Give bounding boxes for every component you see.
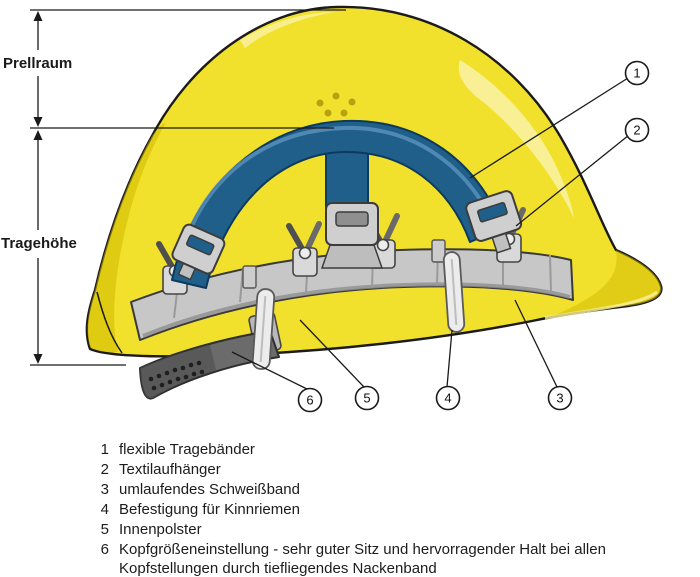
callout-5: 5: [299, 319, 380, 411]
callout-3: 3: [514, 299, 573, 411]
strap-arch-highlight: [184, 125, 494, 242]
callout-4: 4: [435, 329, 461, 411]
svg-text:2: 2: [633, 123, 640, 138]
buckles-group: [171, 190, 523, 281]
legend-item: 3 umlaufendes Schweißband: [97, 480, 635, 499]
helmet-left-shading: [87, 122, 166, 353]
legend-item-text: Kopfgrößeneinstellung - sehr guter Sitz …: [119, 541, 606, 577]
band-clip: [242, 265, 257, 289]
legend-item: 5 Innenpolster: [97, 520, 635, 539]
legend-item-number: 3: [100, 481, 109, 499]
headband-lower-shadow: [142, 282, 571, 338]
legend-item: 6 Kopfgrößeneinstellung - sehr guter Sit…: [97, 540, 635, 577]
center-buckle: [320, 202, 384, 269]
legend-item-text: umlaufendes Schweißband: [119, 481, 300, 499]
callout-1: 1: [469, 60, 650, 179]
svg-text:1: 1: [633, 66, 640, 81]
legend-item: 2 Textilaufhänger: [97, 460, 635, 479]
helmet-left-brim-line: [96, 291, 123, 354]
svg-text:3: 3: [556, 391, 563, 406]
tragehoehe-arrow: [33, 130, 43, 364]
svg-text:6: 6: [306, 393, 313, 408]
prellraum-arrow: [33, 11, 43, 127]
legend-item-text: flexible Tragebänder: [119, 441, 255, 458]
helmet-gloss-top: [240, 12, 335, 48]
chinstrap-attachment-left: [251, 288, 276, 370]
legend-item-number: 6: [100, 541, 109, 559]
left-buckle: [171, 223, 226, 281]
legend-item: 4 Befestigung für Kinnriemen: [97, 500, 635, 519]
helmet-brim-highlight: [544, 290, 658, 320]
right-textile-hanger: [465, 190, 523, 254]
neckband-holes: [148, 360, 205, 391]
ratchet-clip: [286, 221, 322, 277]
chinstrap-attachments: [251, 251, 466, 370]
helmet-diagram: Prellraum Tragehöhe 1 2 3 4: [1, 5, 663, 413]
legend-item-text: Innenpolster: [119, 521, 202, 539]
legend-item-text: Textilaufhänger: [119, 461, 221, 479]
legend: 1 flexible Tragebänder 2 Textilaufhänger…: [97, 440, 635, 577]
helmet-gloss-right: [458, 60, 574, 218]
neckband-shading: [140, 345, 216, 399]
svg-text:5: 5: [363, 391, 370, 406]
legend-item-number: 4: [100, 501, 109, 519]
legend-item: 1 flexible Tragebänder: [97, 440, 635, 459]
legend-item-number: 5: [100, 521, 109, 539]
vent-holes: [316, 92, 356, 117]
legend-item-number: 2: [100, 461, 109, 479]
legend-item-text: Befestigung für Kinnriemen: [119, 501, 300, 519]
callout-2: 2: [515, 117, 650, 227]
callouts: 1 2 3 4 5 6: [231, 60, 650, 413]
prellraum-label: Prellraum: [3, 55, 72, 72]
band-clip: [431, 239, 446, 263]
svg-text:4: 4: [444, 391, 451, 406]
legend-item-number: 1: [100, 441, 109, 458]
tragehoehe-label: Tragehöhe: [1, 235, 77, 252]
dimension-annotations: Prellraum Tragehöhe: [1, 9, 346, 366]
callout-6: 6: [231, 351, 323, 413]
chinstrap-attachment-right: [442, 251, 466, 333]
helmet-brim-shading: [552, 250, 662, 316]
